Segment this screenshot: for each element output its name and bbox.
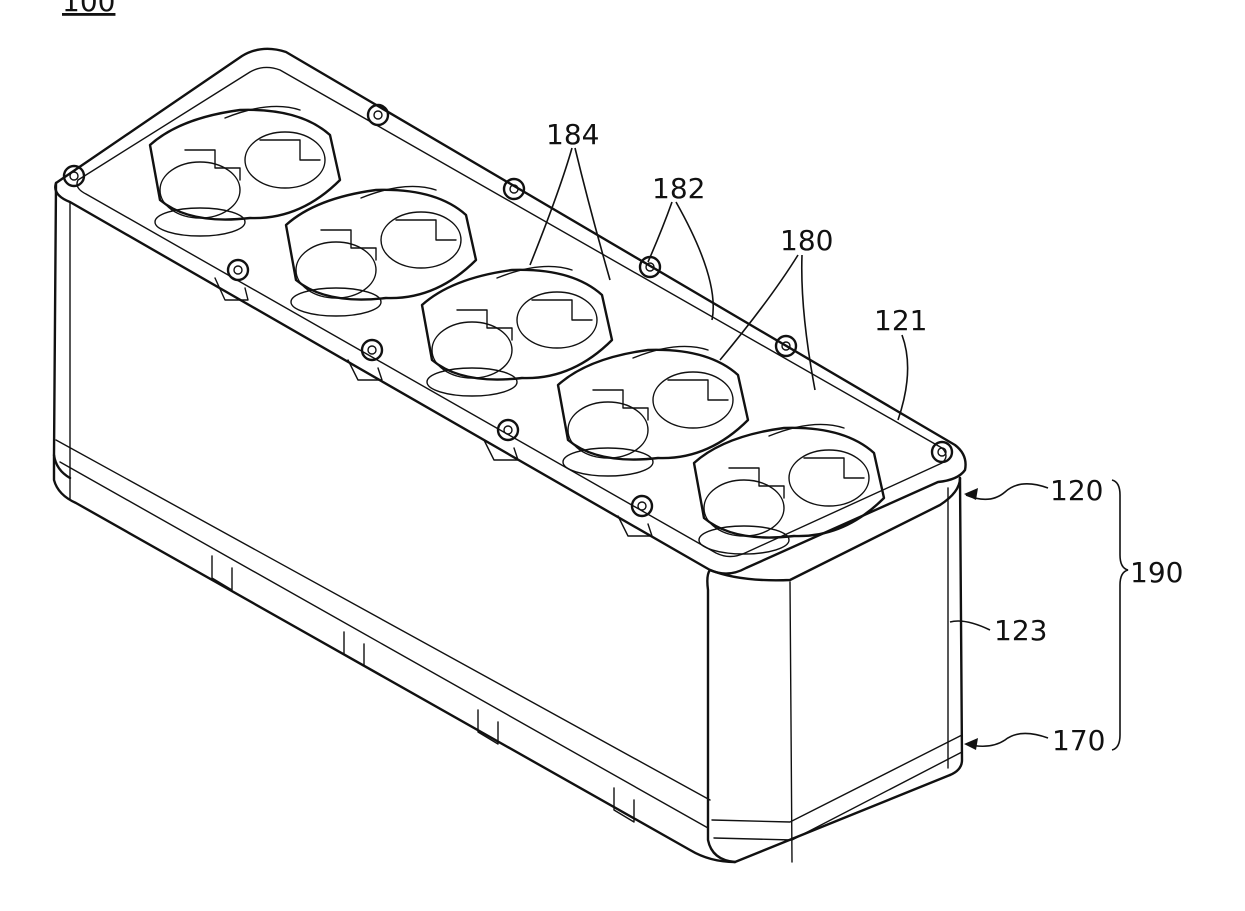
end-face-right-edge [950, 478, 962, 775]
bolt [368, 105, 388, 125]
bolt-clip [215, 278, 248, 300]
leader-121 [898, 335, 908, 420]
end-face-corner-left [707, 570, 735, 862]
cover-bolts [64, 105, 952, 536]
label-120: 120 [1050, 474, 1103, 507]
side-seam-line-2 [60, 462, 708, 828]
busbar-unit [150, 106, 340, 236]
leader-184 [530, 148, 610, 280]
leader-123 [950, 621, 990, 630]
arrowhead-170 [964, 738, 978, 750]
bolt [932, 442, 952, 462]
busbar-unit [694, 424, 884, 554]
top-cover-outline [55, 49, 965, 574]
label-184: 184 [546, 118, 599, 151]
busbar-units [150, 106, 884, 554]
leader-180 [720, 255, 815, 390]
lower-cover-seam-2 [714, 752, 962, 840]
leader-120 [966, 484, 1048, 500]
leader-170 [966, 733, 1048, 746]
label-182: 182 [652, 172, 705, 205]
bolt [632, 496, 652, 516]
module-body [54, 49, 966, 862]
busbar-unit [558, 346, 748, 476]
body-left-edge [54, 183, 70, 478]
label-170: 170 [1052, 724, 1105, 757]
label-123: 123 [994, 614, 1047, 647]
label-190: 190 [1130, 556, 1183, 589]
bolt-clip [348, 360, 382, 380]
label-180: 180 [780, 224, 833, 257]
arrowhead-120 [964, 488, 978, 500]
figure-ref-label: 100 [62, 0, 115, 18]
busbar-unit [286, 186, 476, 316]
end-face-corner-inner [790, 582, 792, 862]
bolt [228, 260, 248, 280]
label-121: 121 [874, 304, 927, 337]
reference-labels: 184 182 180 121 120 190 123 170 [546, 118, 1183, 757]
top-cover-inner-edge [77, 67, 946, 556]
brace-190 [1112, 480, 1128, 750]
busbar-unit [422, 266, 612, 396]
body-front-bottom-edge [54, 455, 950, 862]
lower-cover-seam [712, 735, 962, 822]
